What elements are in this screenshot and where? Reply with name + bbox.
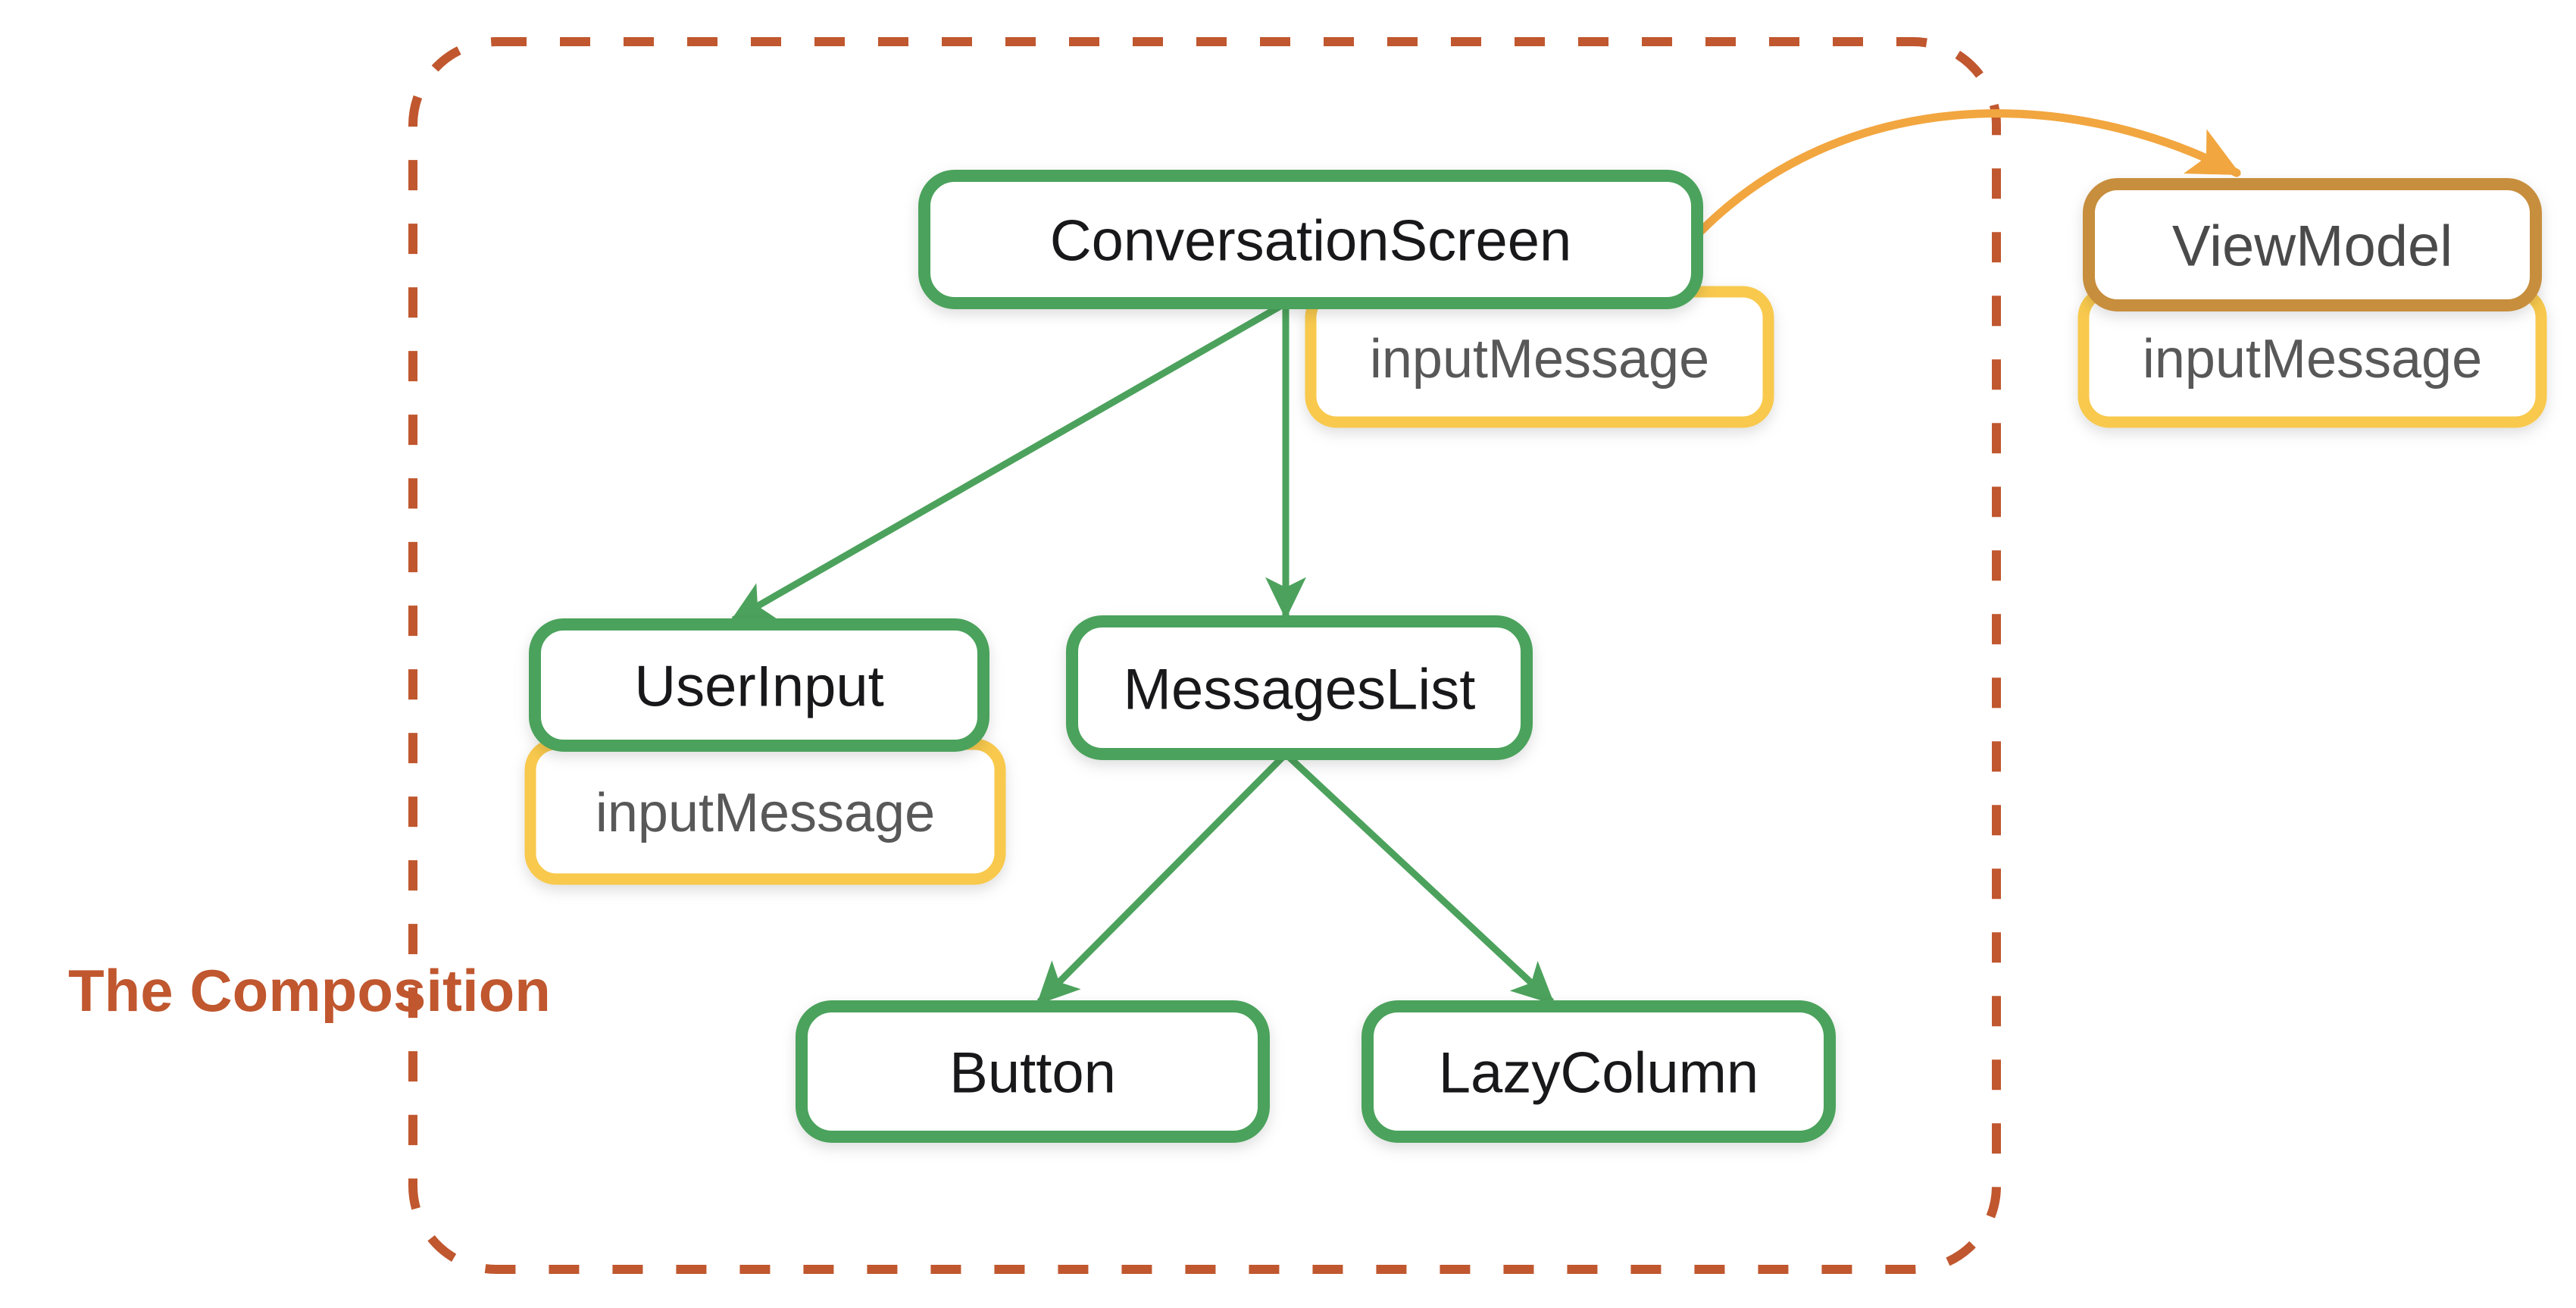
node-box	[1361, 1000, 1836, 1143]
node-label: ViewModel	[2172, 214, 2453, 279]
node-user-input[interactable]: UserInput	[529, 618, 989, 752]
node-box	[918, 170, 1703, 309]
node-box	[796, 1000, 1270, 1143]
edge-messages-list-to-button	[1036, 751, 1289, 1005]
node-button[interactable]: Button	[796, 1000, 1270, 1143]
node-label: Button	[949, 1041, 1116, 1106]
state-chip-label: inputMessage	[1370, 329, 1709, 390]
node-label: UserInput	[634, 655, 884, 719]
node-box	[2083, 178, 2542, 311]
state-chip-conversation-screen[interactable]: inputMessage	[1305, 286, 1774, 428]
composition-caption: The Composition	[68, 957, 551, 1024]
node-label: ConversationScreen	[1050, 209, 1572, 274]
node-lazy-column[interactable]: LazyColumn	[1361, 1000, 1836, 1143]
node-box	[529, 618, 989, 752]
node-messages-list[interactable]: MessagesList	[1066, 615, 1533, 760]
node-label: MessagesList	[1124, 658, 1476, 722]
edge-messages-list-to-lazy-column	[1283, 751, 1555, 1005]
node-label: LazyColumn	[1439, 1041, 1758, 1106]
edge-conversation-to-user-input	[730, 300, 1288, 623]
composition-boundary	[408, 37, 2001, 1274]
node-view-model[interactable]: ViewModel	[2083, 178, 2542, 311]
state-chip-user-input[interactable]: inputMessage	[524, 738, 1006, 885]
edge-layer	[730, 109, 2241, 1005]
state-chip-view-model[interactable]: inputMessage	[2077, 286, 2547, 428]
node-conversation-screen[interactable]: ConversationScreen	[918, 170, 1703, 309]
state-chip-label: inputMessage	[2143, 329, 2482, 390]
edge-conversation-to-view-model	[1696, 109, 2241, 236]
node-box	[1066, 615, 1533, 760]
state-chip-label: inputMessage	[596, 783, 935, 843]
